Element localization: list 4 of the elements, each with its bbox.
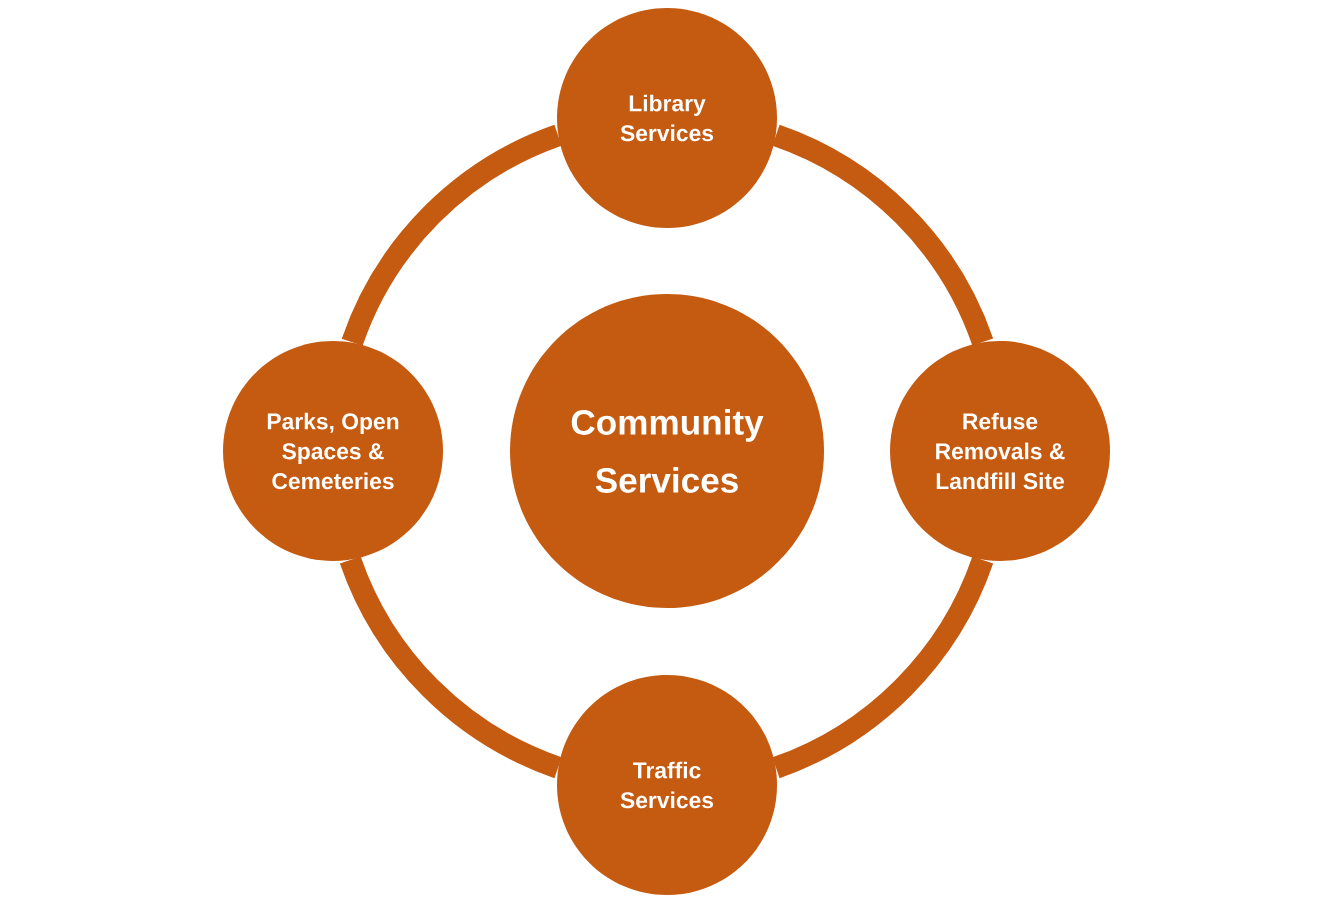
ring-arc <box>340 556 562 778</box>
ring-arc <box>341 125 563 347</box>
ring-arc <box>771 556 994 778</box>
ring-arc <box>772 125 993 346</box>
